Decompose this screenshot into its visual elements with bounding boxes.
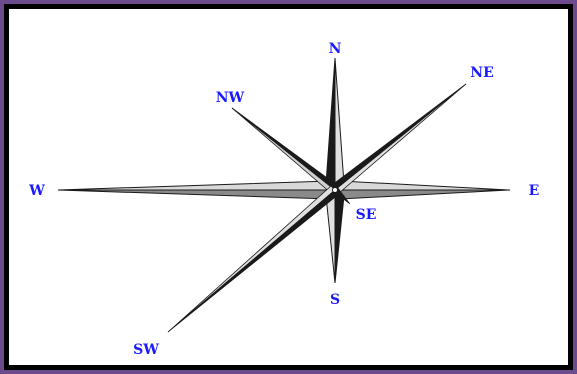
label-north: N: [329, 41, 342, 57]
center-point: [333, 188, 338, 193]
ray-northeast: [332, 84, 466, 193]
ray-west: [58, 181, 335, 199]
label-east: E: [529, 183, 540, 199]
ray-southwest: [168, 186, 339, 332]
ray-northwest: [232, 108, 338, 193]
label-southwest: SW: [133, 342, 159, 358]
label-west: W: [28, 183, 45, 199]
label-northeast: NE: [470, 65, 493, 81]
label-south: S: [330, 292, 340, 308]
ray-east: [335, 181, 510, 199]
ray-south: [326, 190, 344, 283]
ray-north: [326, 58, 344, 190]
label-southeast: SE: [356, 207, 377, 223]
label-northwest: NW: [216, 90, 245, 106]
